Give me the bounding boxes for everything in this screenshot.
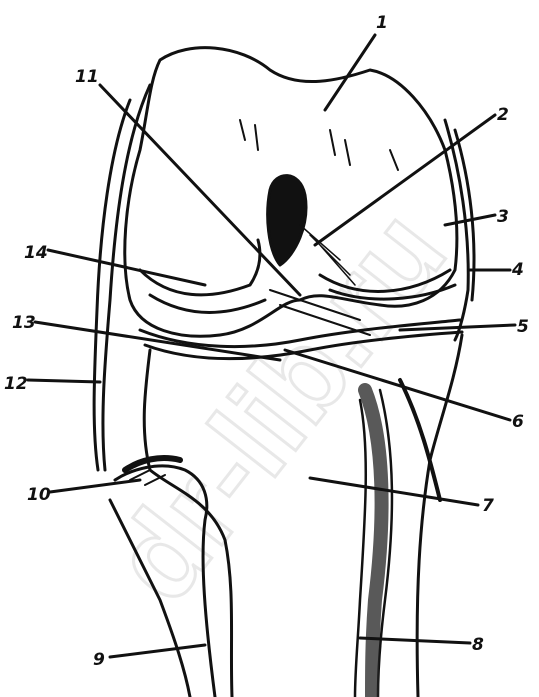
- label-10: 10: [27, 485, 51, 505]
- label-8: 8: [472, 635, 484, 655]
- label-5: 5: [517, 317, 529, 337]
- label-1: 1: [376, 13, 388, 33]
- label-12: 12: [4, 374, 28, 394]
- label-2: 2: [497, 105, 509, 125]
- label-3: 3: [497, 207, 509, 227]
- label-7: 7: [482, 496, 494, 516]
- label-11: 11: [75, 67, 99, 87]
- leader-line-12: [28, 380, 100, 382]
- label-13: 13: [12, 313, 36, 333]
- leader-line-3: [445, 215, 495, 225]
- label-14: 14: [24, 243, 48, 263]
- leader-line-1: [325, 35, 375, 110]
- leader-line-7: [310, 478, 478, 505]
- leader-line-9: [110, 645, 205, 657]
- label-9: 9: [93, 650, 105, 670]
- label-4: 4: [511, 260, 524, 280]
- label-6: 6: [512, 412, 524, 432]
